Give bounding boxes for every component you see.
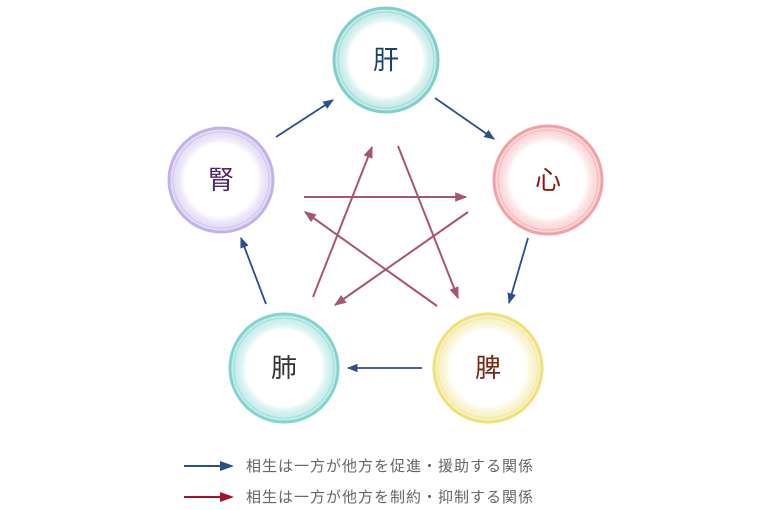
node-circle: [167, 126, 275, 234]
node-circle: [432, 312, 544, 424]
legend-generating: 相生は一方が他方を促進・援助する関係: [184, 455, 534, 476]
node-label: 腎: [208, 166, 234, 196]
controlling-arrow-spleen-kidney: [304, 211, 438, 307]
legend-controlling: 相生は一方が他方を制約・抑制する関係: [184, 486, 534, 507]
blue-arrow-icon: [184, 460, 234, 471]
node-inner-ring: [233, 317, 335, 419]
node-heart: 心: [492, 124, 604, 236]
node-circle: [492, 124, 604, 236]
node-inner-ring: [497, 129, 599, 231]
node-label: 肝: [373, 46, 399, 76]
node-circle: [228, 312, 340, 424]
controlling-arrow-lung-liver: [312, 145, 373, 298]
controlling-arrow-liver-spleen: [397, 145, 459, 300]
node-lung: 肺: [228, 312, 340, 424]
legend-controlling-label: 相生は一方が他方を制約・抑制する関係: [246, 488, 535, 506]
generating-arrow-lung-kidney: [240, 236, 267, 305]
node-label: 脾: [475, 354, 501, 384]
node-circle: [332, 6, 440, 114]
red-arrow-icon: [184, 491, 234, 502]
node-label: 肺: [271, 354, 297, 384]
generating-arrow-kidney-liver: [275, 99, 334, 138]
five-elements-diagram: 肝心脾 肺 腎: [167, 6, 604, 424]
node-inner-ring: [172, 131, 270, 229]
node-spleen: 脾: [432, 312, 544, 424]
generating-arrow-heart-spleen: [507, 237, 529, 305]
generating-arrow-liver-heart: [434, 97, 495, 140]
node-inner-ring: [437, 317, 539, 419]
node-liver: 肝: [332, 6, 440, 114]
node-kidney: 腎: [167, 126, 275, 234]
node-inner-ring: [337, 11, 435, 109]
controlling-arrow-heart-lung: [334, 211, 469, 306]
node-label: 心: [535, 166, 561, 196]
legend-generating-label: 相生は一方が他方を促進・援助する関係: [246, 457, 535, 475]
